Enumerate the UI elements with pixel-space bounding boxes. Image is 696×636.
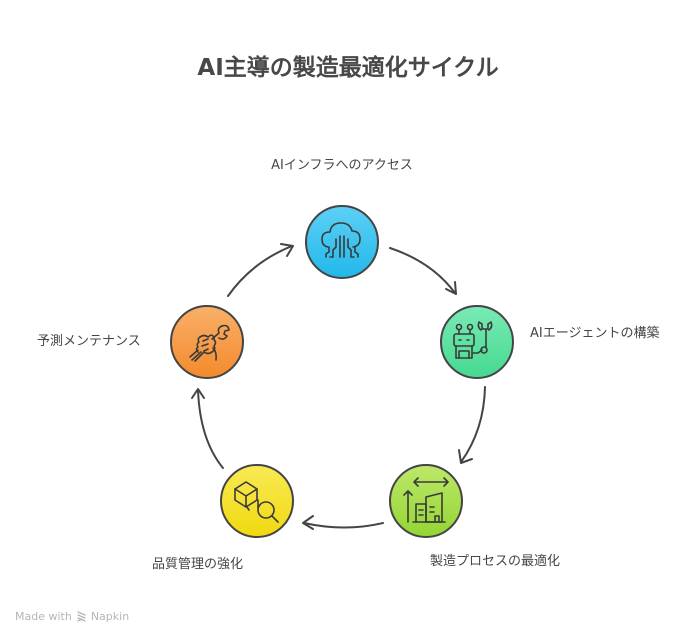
step-quality-node xyxy=(220,464,294,538)
diagram-title: AI主導の製造最適化サイクル xyxy=(197,55,499,81)
arrow-maintenance-to-infra xyxy=(227,243,294,297)
robot-wrench-icon xyxy=(453,321,493,359)
cloud-network-icon xyxy=(321,222,361,258)
footer-attribution[interactable]: Made with Napkin xyxy=(15,610,129,623)
napkin-brand-text: Napkin xyxy=(90,610,130,623)
step-label-maintenance: 予測メンテナンス xyxy=(37,334,141,349)
step-label-agent: AIエージェントの構築 xyxy=(530,326,660,341)
step-label-quality: 品質管理の強化 xyxy=(152,557,244,572)
hand-wrench-icon xyxy=(189,324,230,362)
step-infra-node xyxy=(305,205,379,279)
napkin-logo-icon xyxy=(77,610,86,622)
step-maintenance-node xyxy=(170,305,244,379)
arrow-agent-to-manufacturing xyxy=(458,386,486,464)
arrow-infra-to-agent xyxy=(389,247,457,295)
box-magnifier-icon xyxy=(234,481,279,523)
arrow-manufacturing-to-quality xyxy=(302,515,384,530)
step-label-infra: AIインフラへのアクセス xyxy=(271,158,413,173)
step-label-manufacturing: 製造プロセスの最適化 xyxy=(430,554,561,569)
made-with-text: Made with xyxy=(15,610,72,623)
arrow-quality-to-maintenance xyxy=(191,388,224,469)
step-agent-node xyxy=(440,305,514,379)
step-manufacturing-node xyxy=(389,464,463,538)
factory-growth-icon xyxy=(403,477,449,523)
